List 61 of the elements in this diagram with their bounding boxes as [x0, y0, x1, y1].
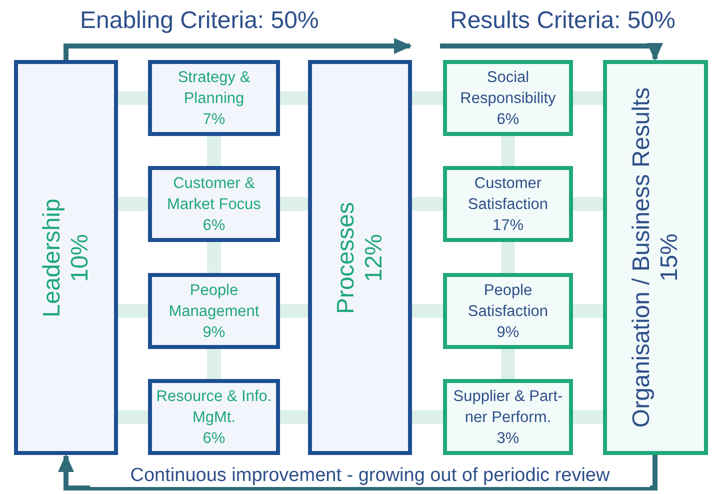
connector-band: [501, 136, 515, 166]
weight-percent: 9%: [202, 322, 226, 342]
connector-band: [207, 242, 221, 273]
criterion-box: [148, 379, 280, 455]
arrow: [58, 454, 658, 490]
weight-percent: 9%: [496, 322, 520, 342]
weight-percent: 10%: [66, 233, 94, 282]
criterion-name: People Satisfaction: [466, 280, 550, 322]
arrow: [440, 43, 663, 61]
connector-band: [412, 197, 443, 211]
connector-band: [573, 91, 603, 105]
connector-band: [118, 91, 148, 105]
result-box: [443, 166, 573, 242]
weight-percent: 6%: [202, 216, 226, 236]
connector-band: [501, 349, 515, 379]
criterion-box: [148, 273, 280, 349]
connector-band: [118, 197, 148, 211]
arrow: [64, 38, 412, 60]
connector-band: [118, 304, 148, 318]
connector-band: [280, 304, 308, 318]
weight-percent: 17%: [492, 216, 524, 236]
connector-band: [501, 242, 515, 273]
criterion-name: Customer & Market Focus: [166, 174, 262, 214]
result-box: [443, 273, 573, 349]
connector-band: [207, 349, 221, 379]
weight-percent: 6%: [496, 110, 520, 130]
connector-band: [280, 91, 308, 105]
criterion-name: Customer Satisfaction: [466, 174, 550, 214]
criterion-name: Social Responsibility: [459, 68, 557, 108]
connector-band: [412, 304, 443, 318]
connector-band: [412, 91, 443, 105]
connector-band: [573, 304, 603, 318]
weight-percent: 6%: [202, 428, 226, 448]
connector-band: [280, 410, 308, 424]
weight-percent: 15%: [656, 233, 684, 282]
result-column: [603, 60, 708, 455]
criterion-box: [148, 166, 280, 242]
connector-band: [280, 197, 308, 211]
weight-percent: 3%: [496, 428, 520, 448]
criterion-column: [14, 60, 118, 455]
edge-label: Continuous improvement - growing out of periodic review: [90, 465, 650, 487]
criterion-name: Organisation / Business Results: [628, 87, 656, 428]
criterion-name: Leadership: [38, 198, 66, 317]
connector-band: [412, 410, 443, 424]
section-heading: Enabling Criteria: 50%: [80, 6, 319, 36]
criterion-column: [308, 60, 412, 455]
criterion-name: Processes: [332, 201, 360, 314]
criterion-box: [148, 60, 280, 136]
criterion-name: Supplier & Part-ner Perform.: [452, 386, 564, 428]
criterion-name: Resource & Info. MgMt.: [155, 386, 273, 428]
section-heading: Results Criteria: 50%: [450, 6, 676, 36]
criterion-name: People Management: [168, 280, 260, 322]
connector-band: [573, 410, 603, 424]
connector-band: [118, 410, 148, 424]
connector-band: [207, 136, 221, 166]
weight-percent: 7%: [202, 110, 226, 130]
connector-band: [573, 197, 603, 211]
criterion-name: Strategy & Planning: [176, 68, 252, 108]
result-box: [443, 379, 573, 455]
weight-percent: 12%: [360, 233, 388, 282]
result-box: [443, 60, 573, 136]
